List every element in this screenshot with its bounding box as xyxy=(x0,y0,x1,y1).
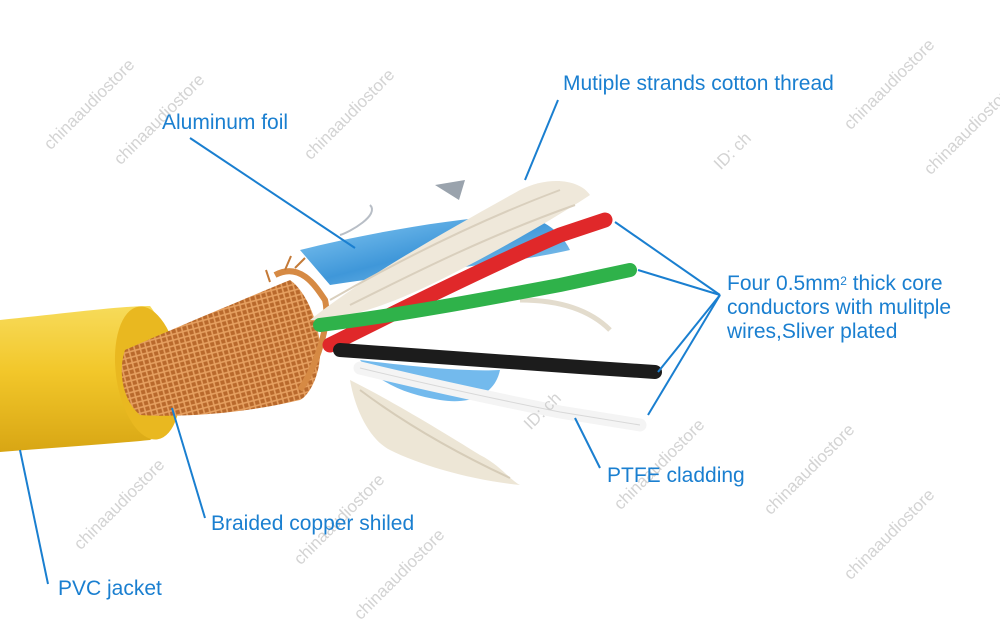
label-ptfe-cladding: PTFE cladding xyxy=(607,464,745,487)
cotton-thread-upper-shape xyxy=(310,180,612,332)
label-pvc-jacket: PVC jacket xyxy=(58,577,162,600)
leader-core-white xyxy=(647,294,721,416)
leader-core-black xyxy=(657,294,721,373)
label-aluminum-foil: Aluminum foil xyxy=(162,111,289,134)
label-braided-copper: Braided copper shiled xyxy=(211,512,415,535)
leader-foil xyxy=(189,137,356,249)
label-cotton-thread: Mutiple strands cotton thread xyxy=(563,72,834,95)
label-core-line-1: Four 0.5mm2 thick core xyxy=(727,272,943,295)
leader-core-red xyxy=(614,221,721,296)
label-core-line-3: wires,Sliver plated xyxy=(727,320,898,343)
leader-ptfe xyxy=(574,417,601,469)
label-core-line-2: conductors with mulitple xyxy=(727,296,952,319)
conductors-shape xyxy=(313,212,662,432)
leader-core-green xyxy=(637,269,721,296)
leader-cotton xyxy=(524,99,559,181)
cotton-thread-lower-shape xyxy=(350,380,520,485)
leader-braid xyxy=(171,407,206,519)
copper-braid-shape xyxy=(121,255,330,416)
leader-pvc xyxy=(19,449,49,585)
label-core-conductors: Four 0.5mm2 thick core conductors with m… xyxy=(727,272,951,344)
